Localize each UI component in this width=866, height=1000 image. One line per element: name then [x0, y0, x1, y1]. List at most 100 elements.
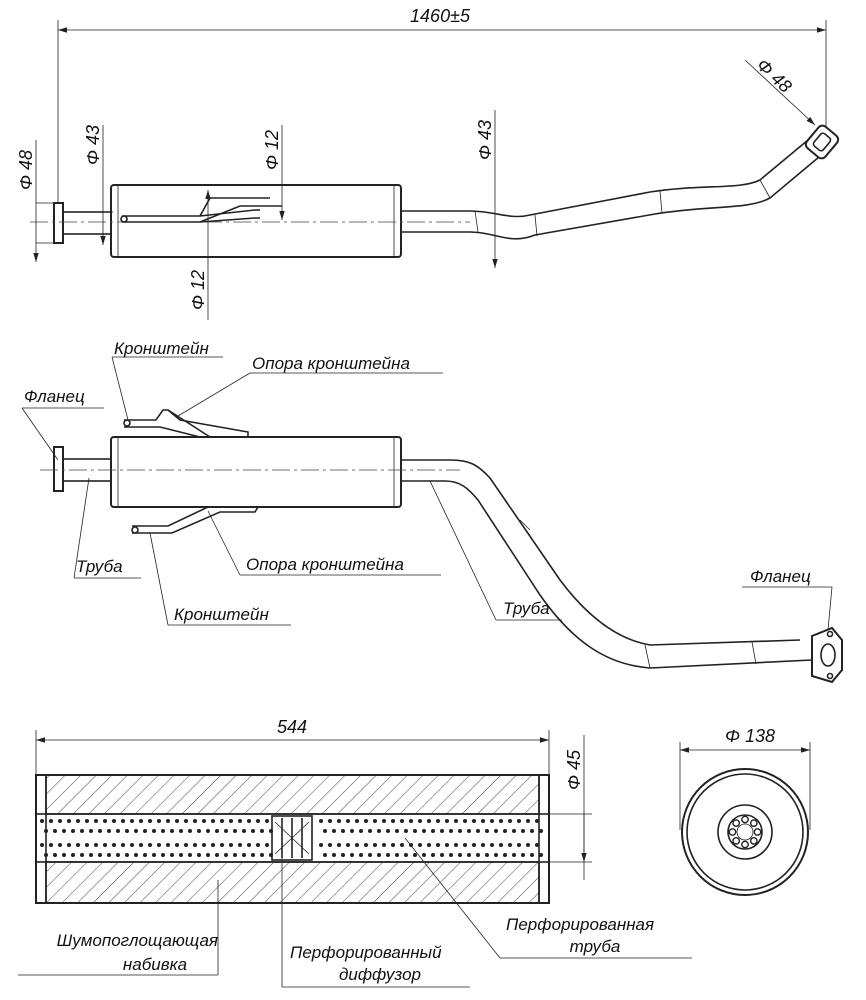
perforation-dot [49, 843, 53, 847]
perforation-dot [251, 853, 255, 857]
perforation-dot [256, 843, 260, 847]
perforation-dot [526, 819, 530, 823]
perforation-dot [323, 853, 327, 857]
perforation-dot [463, 819, 467, 823]
top-view: 1460±5 Φ 48 Φ 43 Φ [16, 6, 840, 320]
label-pipe-right: Труба [503, 599, 550, 618]
perforation-dot [44, 829, 48, 833]
perforation-dot [62, 829, 66, 833]
perforation-dot [80, 853, 84, 857]
perforation-dot [58, 843, 62, 847]
perforation-dot [391, 819, 395, 823]
perforation-dot [512, 829, 516, 833]
perforation-dot [400, 819, 404, 823]
perforation-dot [67, 819, 71, 823]
label-bracket-support-bottom: Опора кронштейна [246, 555, 404, 574]
muffler-end-outer [681, 768, 809, 896]
perforation-dot [193, 843, 197, 847]
perforation-dot [125, 853, 129, 857]
perforation-dot [319, 819, 323, 823]
end-view-hole [753, 828, 762, 836]
perforation-dot [89, 829, 93, 833]
perforation-dot [148, 819, 152, 823]
perforation-dot [229, 819, 233, 823]
perforation-dot [445, 843, 449, 847]
perforation-dot [242, 853, 246, 857]
muffler-length-label: 544 [277, 717, 307, 737]
perforation-dot [220, 843, 224, 847]
perforation-dot [179, 853, 183, 857]
inlet-pipe [62, 211, 114, 235]
perforation-dot [260, 853, 264, 857]
perforation-dot [535, 819, 539, 823]
perforation-dot [319, 843, 323, 847]
perforation-dot [494, 829, 498, 833]
perforation-dot [503, 853, 507, 857]
end-view-hole [732, 819, 741, 828]
perforation-dot [373, 843, 377, 847]
perforation-dot [184, 819, 188, 823]
side-view: Кронштейн Опора кронштейна Фланец Труба … [21, 339, 843, 684]
muffler-diameter-label: Φ 138 [725, 726, 775, 746]
perforation-dot [454, 819, 458, 823]
perforation-dot [472, 819, 476, 823]
sound-absorbing-packing-bottom [45, 861, 540, 904]
perforation-dot [373, 819, 377, 823]
perforation-dot [440, 829, 444, 833]
perforation-dot [98, 853, 102, 857]
perforation-dot [152, 853, 156, 857]
perforation-dot [454, 843, 458, 847]
perforation-dot [512, 853, 516, 857]
perforation-dot [332, 829, 336, 833]
perforation-dot [215, 829, 219, 833]
outlet-flange-top [804, 124, 840, 160]
perforation-dot [449, 853, 453, 857]
perforation-dot [98, 829, 102, 833]
perforation-dot [184, 843, 188, 847]
perforation-dot [359, 829, 363, 833]
perforation-dot [436, 843, 440, 847]
end-view: Φ 138 [679, 726, 811, 896]
perforation-dot [535, 843, 539, 847]
perforation-dot [233, 829, 237, 833]
perforation-dot [143, 829, 147, 833]
perforation-dot [40, 843, 44, 847]
sound-absorbing-packing-top [45, 774, 540, 815]
label-flange-right: Фланец [750, 567, 811, 586]
bracket-diameter-top-label: Φ 12 [262, 130, 282, 170]
perforation-dot [355, 843, 359, 847]
perforation-dot [202, 819, 206, 823]
perforation-dot [368, 829, 372, 833]
perforation-dot [170, 853, 174, 857]
perforation-dot [85, 843, 89, 847]
perforation-dot [377, 829, 381, 833]
perforation-dot [67, 843, 71, 847]
perforation-dot [197, 853, 201, 857]
perforation-dot [499, 819, 503, 823]
perforation-dot [206, 829, 210, 833]
muffler-body-top [110, 184, 402, 258]
perforation-dot [355, 819, 359, 823]
perforation-dot [395, 853, 399, 857]
perforation-dot [413, 853, 417, 857]
perforation-dot [112, 843, 116, 847]
inlet-flange [53, 202, 64, 244]
inlet-pipe-diameter-label: Φ 43 [83, 125, 103, 165]
perforation-dot [62, 853, 66, 857]
perforation-dot [481, 819, 485, 823]
perforation-dot [139, 819, 143, 823]
perforation-dot [130, 843, 134, 847]
perforation-dot [238, 843, 242, 847]
perforation-dot [368, 853, 372, 857]
perforation-dot [517, 843, 521, 847]
perforation-dot [247, 843, 251, 847]
end-view-hole [741, 815, 749, 824]
perforation-dot [481, 843, 485, 847]
end-view-holes [728, 815, 762, 849]
perforation-dot [539, 829, 543, 833]
end-view-hole [749, 836, 758, 845]
perforation-dot [40, 819, 44, 823]
perforation-dot [175, 819, 179, 823]
flange-left [53, 446, 64, 492]
perforation-dot [350, 829, 354, 833]
